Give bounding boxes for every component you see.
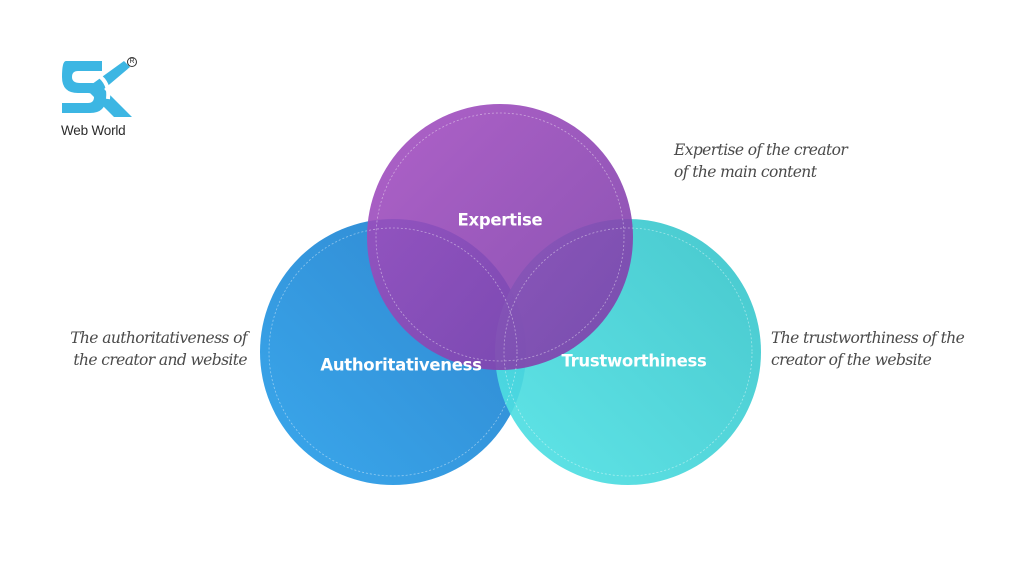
description-authoritativeness-line-1: The authoritativeness of — [70, 329, 247, 347]
description-trustworthiness: The trustworthiness of the creator of th… — [771, 327, 965, 371]
description-trustworthiness-line-2: creator of the website — [771, 351, 932, 369]
circle-expertise — [367, 104, 633, 370]
registered-mark: R — [127, 57, 137, 67]
sk-logo-icon — [62, 61, 132, 117]
circle-authoritativeness-dashed-ring — [268, 227, 518, 477]
circle-trustworthiness-dashed-ring — [503, 227, 753, 477]
description-authoritativeness: The authoritativeness of the creator and… — [70, 327, 247, 371]
description-expertise: Expertise of the creator of the main con… — [674, 139, 848, 183]
description-authoritativeness-line-2: the creator and website — [73, 351, 247, 369]
description-expertise-line-1: Expertise of the creator — [674, 141, 848, 159]
label-trustworthiness: Trustworthiness — [561, 351, 707, 371]
circle-expertise-dashed-ring — [375, 112, 625, 362]
logo-text: Web World — [61, 123, 126, 138]
sk-web-world-logo: R Web World — [58, 55, 148, 145]
label-authoritativeness: Authoritativeness — [320, 355, 482, 375]
description-trustworthiness-line-1: The trustworthiness of the — [771, 329, 965, 347]
description-expertise-line-2: of the main content — [674, 163, 817, 181]
label-expertise: Expertise — [457, 210, 543, 230]
